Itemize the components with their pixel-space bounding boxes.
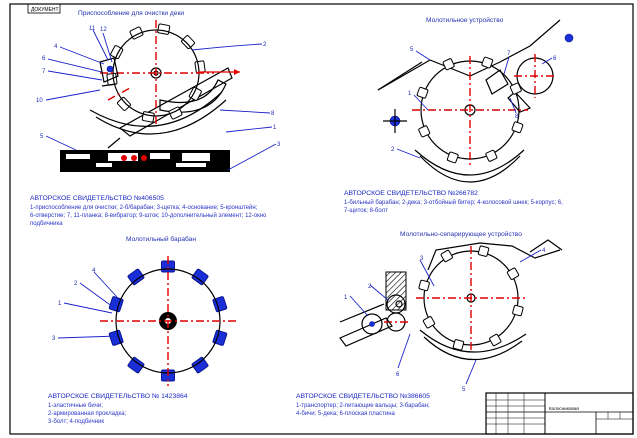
beater-bar (511, 121, 524, 134)
beater-bar (418, 279, 430, 292)
caption-cleaning-head: АВТОРСКОЕ СВИДЕТЕЛЬСТВО №406505 (30, 195, 164, 202)
title-cleaning: Приспособление для очистки деки (78, 9, 184, 17)
beater-bar (194, 60, 206, 74)
title-drum: Молотильный барабан (126, 235, 196, 243)
beater-bar (416, 86, 429, 99)
callout-cleaning-11: 11 (89, 26, 96, 32)
beater-bar (212, 329, 228, 346)
view-threshing-device (377, 19, 574, 183)
caption-drum-line-2: 2-армированная прокладка; (48, 411, 127, 417)
callout-threshing-5: 5 (410, 47, 414, 53)
beater-bar (422, 316, 436, 329)
callout-threshing-2: 2 (391, 147, 395, 153)
beater-bar (512, 304, 524, 317)
caption-separating-head: АВТОРСКОЕ СВИДЕТЕЛЬСТВО №386605 (296, 393, 430, 400)
beater-bar (181, 35, 195, 50)
caption-cleaning-line-1: 1-приспособление для очистки; 2-б/бараба… (30, 204, 258, 211)
caption-threshing-head: АВТОРСКОЕ СВИДЕТЕЛЬСТВО №266782 (344, 190, 478, 197)
callout-cleaning-12: 12 (100, 27, 107, 33)
sheet-frame (9, 3, 634, 435)
beater-bar (157, 23, 171, 35)
callout-cleaning-5: 5 (40, 134, 44, 140)
callouts-threshing-device: 5 7 6 1 2 8 (391, 47, 557, 159)
title-separating-device: Молотильно-сепарирующее устройство (400, 230, 522, 238)
beater-bar (191, 268, 209, 286)
callout-threshing-7: 7 (507, 51, 511, 57)
callout-cleaning-8: 8 (271, 111, 275, 117)
beater-bar (509, 82, 522, 95)
beater-bar (485, 149, 498, 162)
beater-bar (446, 151, 459, 164)
callout-cleaning-10: 10 (36, 98, 43, 104)
callout-threshing-6: 6 (553, 56, 557, 62)
callout-cleaning-2: 2 (263, 42, 267, 48)
beater-bar (127, 356, 145, 374)
callout-drum-3: 3 (52, 336, 56, 342)
caption-threshing-line-2: 7-щиток; 8-болт (344, 208, 388, 214)
beater-bar (141, 111, 155, 123)
caption-separating-line-1: 1-транспортер; 2-питающие вальцы; 3-бара… (296, 403, 430, 409)
caption-cleaning-line-3: подбичника (30, 221, 63, 227)
callout-separating-1: 1 (344, 295, 348, 301)
beater-bar (442, 58, 455, 71)
title-block-name: Колосниковая (549, 406, 579, 411)
beater-bar (489, 333, 502, 347)
beater-bar (418, 125, 431, 138)
callout-cleaning-1: 1 (273, 125, 277, 131)
title-block: Колосниковая (485, 392, 634, 435)
callout-drum-4: 4 (92, 268, 96, 274)
callouts-cleaning: 11 12 4 6 7 2 10 8 1 5 3 (36, 26, 281, 171)
callout-threshing-8: 8 (515, 114, 519, 120)
callout-cleaning-7: 7 (42, 69, 46, 75)
callouts-separating-device: 3 4 2 1 6 5 (344, 248, 546, 393)
beater-bar (127, 268, 145, 286)
callout-separating-5: 5 (462, 387, 466, 393)
callout-cleaning-6: 6 (42, 56, 46, 62)
callout-drum-2: 2 (74, 281, 78, 287)
callout-separating-2: 2 (368, 284, 372, 290)
corner-tag: ДОКУМЕНТ (31, 7, 59, 13)
callout-separating-6: 6 (396, 372, 400, 378)
view-drum (100, 256, 236, 386)
callout-separating-3: 3 (420, 256, 424, 262)
caption-drum-line-3: 3-болт; 4-подбичник (48, 419, 104, 425)
beater-bar (481, 56, 494, 69)
callout-drum-1: 1 (58, 301, 62, 307)
beater-bar (108, 329, 124, 346)
caption-threshing-line-1: 1-бильный барабан; 2-дека; 3-отбойный би… (344, 199, 563, 206)
callout-separating-4: 4 (542, 248, 546, 254)
beater-bar (506, 267, 520, 280)
beater-bar (191, 356, 209, 374)
caption-separating-line-2: 4-бичи; 5-дека; 6-плоская пластина (296, 411, 396, 417)
callout-threshing-1: 1 (408, 91, 412, 97)
callouts-drum: 4 2 1 3 (52, 268, 119, 342)
view-separating-device (339, 239, 563, 361)
beater-bar (477, 245, 490, 257)
caption-drum-head: АВТОРСКОЕ СВИДЕТЕЛЬСТВО № 1423864 (48, 393, 188, 400)
callout-cleaning-3: 3 (277, 142, 281, 148)
caption-cleaning-line-2: 6-отверстие; 7, 11-планка; 8-вибратор; 9… (30, 212, 267, 219)
beater-bar (108, 296, 124, 313)
beater-bar (117, 96, 131, 111)
callout-cleaning-4: 4 (54, 44, 58, 50)
caption-drum-line-1: 1-эластичные бичи; (48, 403, 103, 409)
title-threshing-device: Молотильное устройство (426, 16, 504, 24)
beater-bar (440, 249, 453, 263)
view-cleaning (60, 20, 240, 172)
corner-tag-box (27, 3, 61, 14)
beater-bar (212, 296, 228, 313)
beater-bar (452, 339, 465, 351)
